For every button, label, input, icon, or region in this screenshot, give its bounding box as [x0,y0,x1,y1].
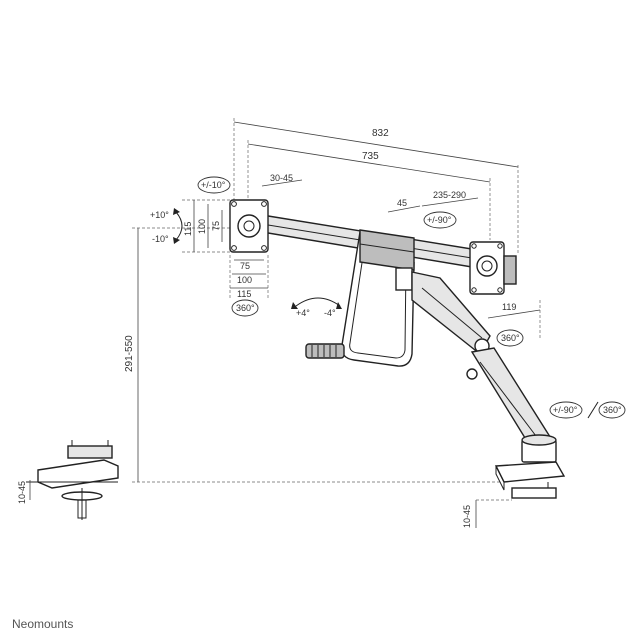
width-dimension-735: 735 [247,140,491,240]
swivel-badge-label: +/-90° [427,215,452,225]
dim-119-label: 119 [502,302,516,312]
arm-rotation-label: 360° [501,333,520,343]
vesa-vertical-dimensions: 115 100 75 [182,199,232,253]
desk-thickness-right-label: 10-45 [462,505,472,528]
offset-dimension-45: 45 [387,198,421,213]
offset-dimension-30-45: 30-45 [261,173,303,187]
dim-291-550-label: 291-550 [124,335,135,372]
dim-45-label: 45 [397,198,407,208]
bar-tilt-up-label: +4° [296,308,310,318]
left-vesa-plate [229,199,269,253]
roll-badge-label: +/-10° [201,180,226,190]
brand-logo-text: Neomounts [12,617,73,631]
bar-tilt-down-label: -4° [324,308,336,318]
bar-tilt-indicator: +4° -4° [291,297,342,318]
center-clamp [359,229,415,291]
dim-832-label: 832 [372,128,389,139]
base-swivel-label: +/-90° [553,405,578,415]
vesa-h-75-label: 75 [240,261,250,271]
pole-and-clamp [494,434,566,499]
vesa-v-75-label: 75 [211,221,221,231]
roll-badge: +/-10° [197,176,231,194]
lower-arm [466,347,554,447]
desk-thickness-right-dimension: 10-45 [462,499,512,528]
desk-thickness-left-dimension: 10-45 [17,480,31,504]
vesa-h-100-label: 100 [237,275,252,285]
vesa-h-115-label: 115 [237,289,251,299]
handle-grip [305,343,345,359]
dim-30-45-label: 30-45 [270,173,293,183]
side-view-clamp [26,440,119,520]
tilt-indicator: +10° -10° [150,208,183,244]
plate-rotation-label: 360° [236,303,255,313]
pole-offset-dimension: 119 [487,300,541,340]
badge-separator [587,401,599,419]
swivel-badge: +/-90° [423,211,457,229]
base-rotation-label: 360° [603,405,622,415]
vesa-range-dimension: 235-290 [421,190,479,207]
vesa-v-115-label: 115 [183,222,193,236]
dim-735-label: 735 [362,151,379,162]
right-vesa-plate [469,241,517,295]
dim-235-290-label: 235-290 [433,190,466,200]
tilt-down-label: -10° [152,234,169,244]
base-swivel-badge: +/-90° [549,401,583,419]
arm-rotation-badge: 360° [496,329,524,347]
tilt-up-label: +10° [150,210,169,220]
vesa-v-100-label: 100 [197,219,207,234]
plate-rotation-badge: 360° [231,299,259,317]
desk-thickness-left-label: 10-45 [17,481,27,504]
base-rotation-badge: 360° [598,401,626,419]
vesa-horizontal-dimensions: 75 100 115 [229,255,269,299]
